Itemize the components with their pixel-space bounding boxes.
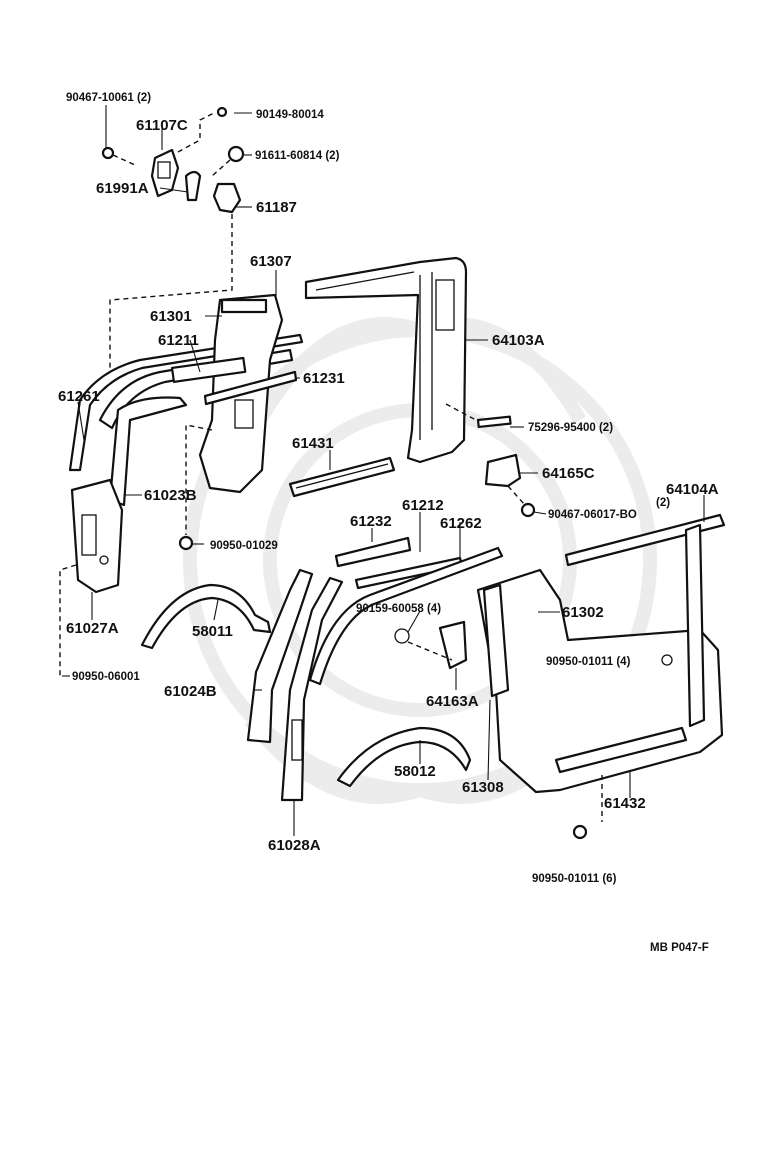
label-61431: 61431 <box>292 435 334 452</box>
label-61211: 61211 <box>158 332 199 349</box>
label-64165c: 64165C <box>542 465 595 482</box>
label-90159-60058: 90159-60058 (4) <box>356 603 441 615</box>
label-61991a: 61991A <box>96 180 149 197</box>
label-64163a: 64163A <box>426 693 479 710</box>
part-labels: 90467-10061 (2) 90149-80014 61107C 91611… <box>58 92 719 954</box>
label-61023b: 61023B <box>144 487 197 504</box>
label-61432: 61432 <box>604 795 646 812</box>
bracket-hardware-group <box>101 105 245 375</box>
lower-quarter-panel <box>394 513 726 840</box>
label-90950-01011-b: 90950-01011 (6) <box>532 873 617 885</box>
label-61302: 61302 <box>562 604 604 621</box>
label-61231: 61231 <box>303 370 345 387</box>
label-90950-01011-a: 90950-01011 (4) <box>546 656 631 668</box>
label-90467-10061: 90467-10061 (2) <box>66 92 151 104</box>
label-61212: 61212 <box>402 497 444 514</box>
label-90950-01029: 90950-01029 <box>210 540 278 552</box>
label-61187: 61187 <box>256 199 297 216</box>
label-61308: 61308 <box>462 779 504 796</box>
label-91611-60814: 91611-60814 (2) <box>255 150 340 162</box>
label-61232: 61232 <box>350 513 392 530</box>
label-90950-06001: 90950-06001 <box>72 671 140 683</box>
label-75296-95400: 75296-95400 (2) <box>528 422 613 434</box>
upper-quarter-panel <box>288 256 536 518</box>
left-front-pillar-assembly <box>59 293 304 676</box>
lower-left-parts <box>140 536 504 802</box>
label-58011: 58011 <box>192 623 233 640</box>
diagram-code: MB P047-F <box>650 942 709 954</box>
label-90149-80014: 90149-80014 <box>256 109 324 121</box>
label-61307: 61307 <box>250 253 292 270</box>
label-61261: 61261 <box>58 388 100 405</box>
leader-lines <box>62 112 705 836</box>
label-64103a: 64103A <box>492 332 545 349</box>
label-58012: 58012 <box>394 763 436 780</box>
label-61024b: 61024B <box>164 683 217 700</box>
label-90467-06017: 90467-06017-BO <box>548 509 637 521</box>
label-61028a: 61028A <box>268 837 321 854</box>
label-61027a: 61027A <box>66 620 119 637</box>
label-61262: 61262 <box>440 515 482 532</box>
label-61301: 61301 <box>150 308 192 325</box>
label-61107c: 61107C <box>136 117 188 134</box>
label-64104a-qty: (2) <box>656 497 670 509</box>
label-64104a: 64104A <box>666 481 719 498</box>
